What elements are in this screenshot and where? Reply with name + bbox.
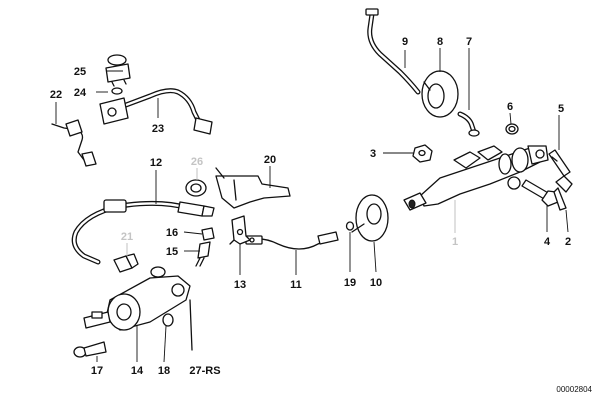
callout-13: 13 (234, 279, 246, 291)
callout-5: 5 (558, 103, 564, 115)
callout-17: 17 (91, 365, 103, 377)
part-18-washer[interactable] (162, 313, 174, 327)
part-21-adapter-fitting[interactable] (113, 253, 139, 273)
callout-16: 16 (166, 227, 178, 239)
callout-4: 4 (544, 236, 551, 248)
callout-3: 3 (370, 148, 376, 160)
callout-11: 11 (290, 279, 302, 291)
part-8-reservoir-cap[interactable] (421, 70, 459, 118)
part-5-pin[interactable] (548, 149, 571, 177)
part-16-bleed-cap[interactable] (201, 227, 215, 241)
callout-26: 26 (191, 156, 203, 168)
part-2-bolt[interactable] (553, 175, 573, 211)
callout-18: 18 (158, 365, 170, 377)
part-6-hose-clamp[interactable] (505, 123, 519, 135)
part-17-pushrod[interactable] (73, 341, 107, 358)
part-14-slave-cylinder[interactable] (83, 266, 191, 331)
callout-24: 24 (74, 87, 87, 99)
callout-8: 8 (437, 36, 443, 48)
callout-14: 14 (131, 365, 144, 377)
part-10-rubber-boot[interactable] (351, 194, 389, 242)
callout-20: 20 (264, 154, 276, 166)
part-13-bracket-clip[interactable] (229, 215, 251, 245)
callout-21: 21 (121, 231, 133, 243)
callout-2: 2 (565, 236, 571, 248)
part-15-bleed-screw[interactable] (195, 241, 211, 267)
callout-27-rs: 27-RS (189, 365, 220, 377)
part-23-pipe-assembly[interactable] (99, 88, 213, 135)
callout-10: 10 (370, 277, 382, 289)
part-24-o-ring[interactable] (111, 87, 123, 95)
callout-23: 23 (152, 123, 164, 135)
callout-12: 12 (150, 157, 162, 169)
part-7-elbow-fitting[interactable] (457, 111, 480, 137)
callouts: 9 8 7 6 5 3 1 4 2 10 19 11 13 20 26 12 2… (50, 36, 571, 377)
part-22-pipe-sensor[interactable] (51, 119, 97, 167)
part-12-clutch-hose[interactable] (71, 199, 215, 265)
part-20-mounting-bracket[interactable] (215, 167, 291, 209)
callout-6: 6 (507, 101, 513, 113)
callout-9: 9 (402, 36, 408, 48)
leader-lines (55, 48, 569, 363)
callout-25: 25 (74, 66, 86, 78)
part-11-hydraulic-line[interactable] (245, 231, 339, 250)
callout-19: 19 (344, 277, 356, 289)
callout-22: 22 (50, 89, 62, 101)
callout-1: 1 (452, 236, 458, 248)
part-1-master-cylinder[interactable] (403, 145, 549, 211)
part-19-seal-ring[interactable] (345, 221, 355, 231)
part-26-grommet[interactable] (185, 179, 207, 197)
reference-code: 00002804 (556, 385, 592, 394)
callout-7: 7 (466, 36, 472, 48)
part-3-nut[interactable] (412, 144, 433, 163)
part-4-bolt[interactable] (507, 176, 559, 207)
part-9-reservoir-hose[interactable] (365, 8, 421, 95)
part-25-pressure-switch[interactable] (105, 54, 131, 87)
part-27-rs-repair-kit[interactable] (189, 299, 193, 351)
callout-15: 15 (166, 246, 178, 258)
